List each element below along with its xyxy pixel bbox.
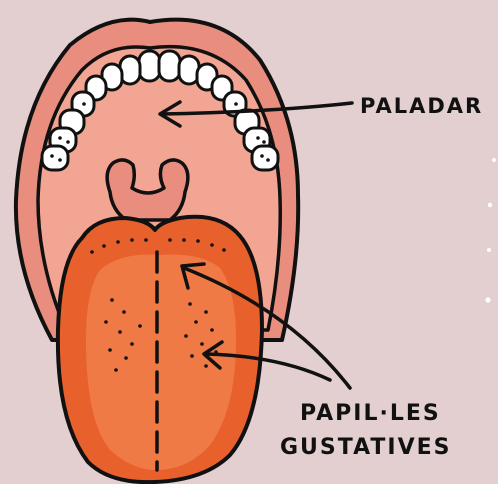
papillae-label-line1: PAPIL·LES — [300, 401, 441, 426]
papillae-label-line2: GUSTATIVES — [280, 435, 451, 460]
palate-label: PALADAR — [360, 94, 483, 118]
